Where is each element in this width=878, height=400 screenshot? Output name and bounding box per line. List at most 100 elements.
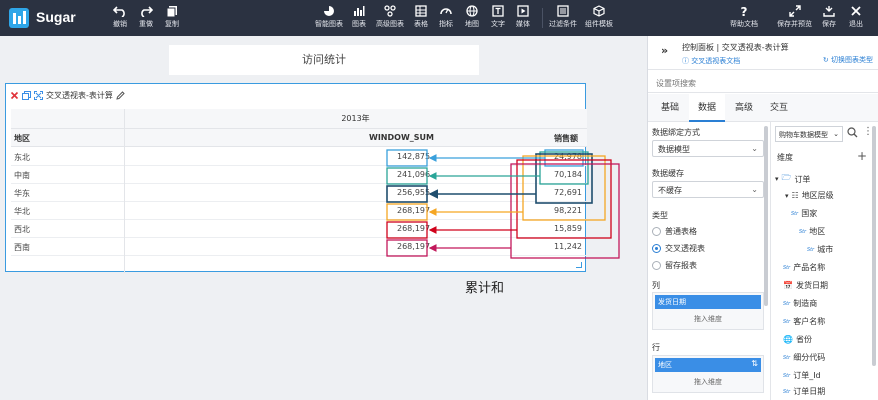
table-row[interactable]: 中南 241,096 70,184	[11, 166, 587, 184]
binding-select[interactable]: 数据模型 ⌄	[652, 140, 764, 157]
settings-search	[648, 71, 878, 93]
column-label: 列	[652, 281, 660, 290]
tree-field-country[interactable]: Str 国家	[791, 209, 818, 218]
collapse-panel-icon[interactable]: »	[661, 44, 669, 57]
delete-icon[interactable]	[10, 91, 19, 100]
row-region: 东北	[14, 153, 30, 162]
string-type-icon: Str	[783, 264, 791, 271]
settings-search-input[interactable]	[656, 79, 876, 88]
table-row[interactable]: 西南 268,197 11,242	[11, 238, 587, 256]
smart-chart-button[interactable]: 智能图表	[315, 5, 343, 29]
left-scrollbar[interactable]	[764, 126, 768, 306]
tab-data[interactable]: 数据	[689, 94, 725, 122]
save-preview-button[interactable]: 保存并预览	[777, 5, 812, 29]
table-icon	[415, 5, 427, 17]
filter-icon	[557, 5, 569, 17]
undo-button[interactable]: 撤销	[113, 5, 127, 29]
resize-handle[interactable]	[576, 262, 582, 268]
doc-link[interactable]: ⓘ 交叉透视表文档	[682, 57, 741, 65]
tree-field-ship-date[interactable]: 📅 发货日期	[783, 281, 828, 290]
svg-text:?: ?	[741, 5, 748, 17]
redo-button[interactable]: 重做	[139, 5, 153, 29]
row-sales: 11,242	[554, 242, 582, 251]
cube-icon	[593, 5, 605, 17]
annotation-caption: 累计和	[465, 281, 505, 296]
tree-field-city[interactable]: Str 城市	[807, 245, 834, 254]
filter-button[interactable]: 过滤条件	[549, 5, 577, 29]
tree-field-province[interactable]: 🌐 省份	[783, 335, 812, 344]
folder-icon: 🗁	[781, 173, 792, 182]
table-button[interactable]: 表格	[414, 5, 428, 29]
tree-field-segment-code[interactable]: Str 细分代码	[783, 353, 826, 362]
text-button[interactable]: 文字	[491, 5, 505, 29]
question-icon: ?	[741, 5, 748, 17]
chevron-down-icon: ⌄	[751, 185, 758, 194]
dataset-select[interactable]: 购物车数据模型 ⌄	[775, 126, 843, 142]
string-type-icon: Str	[791, 210, 799, 217]
chevron-down-icon: ▾	[785, 191, 789, 200]
right-scrollbar[interactable]	[872, 126, 876, 366]
edit-icon[interactable]	[116, 90, 125, 100]
sugar-logo-icon	[9, 8, 29, 28]
close-icon	[851, 6, 861, 16]
row-window-sum: 268,197	[397, 224, 431, 233]
tree-field-product-name[interactable]: Str 产品名称	[783, 263, 826, 272]
row-sales: 72,691	[554, 188, 582, 197]
copy-icon[interactable]	[22, 90, 31, 100]
column-dropzone[interactable]: 发货日期 拖入维度	[652, 292, 764, 330]
cache-select[interactable]: 不缓存 ⌄	[652, 181, 764, 198]
tab-interaction[interactable]: 交互	[769, 103, 788, 113]
drop-hint: 拖入维度	[694, 315, 722, 323]
smart-chart-icon	[324, 6, 334, 16]
tree-field-order-date[interactable]: Str 订单日期	[783, 387, 826, 396]
indicator-button[interactable]: 指标	[439, 5, 453, 29]
more-icon[interactable]: ⋮	[863, 126, 873, 137]
row-region: 华东	[14, 189, 30, 198]
pivot-table-widget[interactable]: 交叉透视表-表计算 2013年 地区 WINDOW_SUM 销售额 东北 142…	[5, 83, 587, 273]
tree-field-manufacturer[interactable]: Str 制造商	[783, 299, 818, 308]
media-button[interactable]: 媒体	[516, 5, 530, 29]
tab-advanced[interactable]: 高级	[734, 103, 753, 113]
help-button[interactable]: ? 帮助文档	[730, 5, 758, 28]
widget-title: 交叉透视表-表计算	[46, 90, 113, 100]
radio-pivot-table[interactable]: 交叉透视表	[652, 243, 705, 254]
copy-icon	[166, 6, 177, 17]
sort-icon[interactable]: ⇅	[751, 359, 758, 368]
column-field-pill[interactable]: 发货日期	[655, 295, 761, 309]
chart-button[interactable]: 图表	[352, 5, 366, 29]
table-row[interactable]: 东北 142,875 24,978	[11, 148, 587, 166]
title-card[interactable]: 访问统计	[169, 45, 479, 75]
tree-hierarchy-region[interactable]: ▾ ☷ 地区层级	[785, 191, 834, 200]
tree-folder-order[interactable]: ▾ 🗁 订单	[775, 172, 810, 186]
save-icon	[823, 6, 835, 17]
component-template-button[interactable]: 组件模板	[585, 5, 613, 29]
panel-header: » 控制面板 | 交叉透视表-表计算 ⓘ 交叉透视表文档 ↻ 切换图表类型	[648, 36, 878, 70]
table-row[interactable]: 华东 256,955 72,691	[11, 184, 587, 202]
string-type-icon: Str	[783, 318, 791, 325]
search-icon[interactable]	[847, 127, 858, 138]
advanced-chart-button[interactable]: 高级图表	[376, 5, 404, 29]
switch-chart-type-link[interactable]: ↻ 切换图表类型	[822, 56, 873, 64]
row-window-sum: 256,955	[397, 188, 431, 197]
copy-button[interactable]: 复制	[165, 5, 179, 29]
chevron-down-icon: ▾	[775, 175, 779, 183]
row-sales: 98,221	[554, 206, 582, 215]
table-row[interactable]: 西北 268,197 15,859	[11, 220, 587, 238]
save-button[interactable]: 保存	[822, 5, 836, 29]
tree-field-area[interactable]: Str 地区	[799, 227, 826, 236]
tree-field-customer-name[interactable]: Str 客户名称	[783, 317, 826, 326]
exit-button[interactable]: 退出	[849, 5, 863, 29]
tab-basic[interactable]: 基础	[660, 103, 679, 113]
radio-normal-table[interactable]: 普通表格	[652, 226, 697, 237]
radio-retention-report[interactable]: 留存报表	[652, 260, 697, 271]
map-button[interactable]: 地图	[465, 5, 479, 29]
add-dimension-icon[interactable]: +	[857, 149, 868, 163]
row-region: 中南	[14, 171, 30, 180]
globe-icon: 🌐	[783, 335, 793, 344]
fullscreen-icon[interactable]	[34, 90, 43, 100]
gauge-icon	[440, 8, 452, 15]
row-field-pill[interactable]: 地区 ⇅	[655, 358, 761, 372]
tree-field-order-id[interactable]: Str 订单_Id	[783, 371, 821, 380]
row-dropzone[interactable]: 地区 ⇅ 拖入维度	[652, 355, 764, 393]
table-row[interactable]: 华北 268,197 98,221	[11, 202, 587, 220]
